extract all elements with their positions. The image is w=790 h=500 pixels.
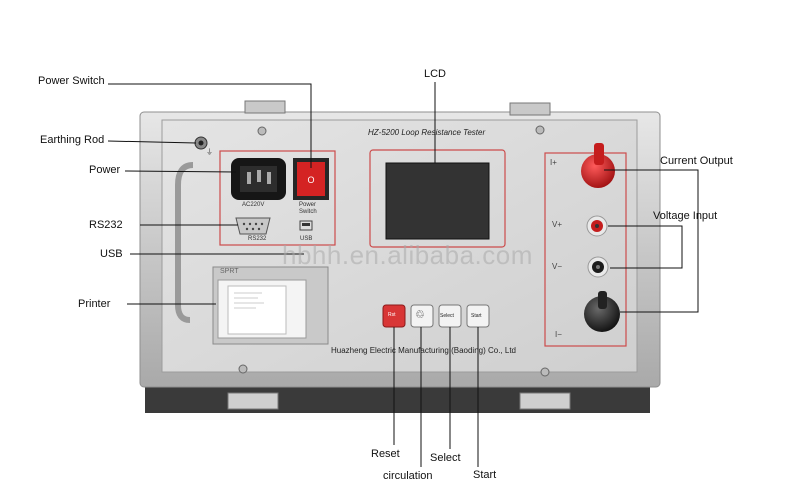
callout-earthing-rod: Earthing Rod bbox=[40, 134, 105, 146]
callout-power-switch: Power Switch bbox=[38, 75, 105, 87]
callout-select: Select bbox=[430, 452, 461, 464]
terminal-label-v-minus: V− bbox=[552, 262, 563, 271]
power-switch-label-2: Switch bbox=[299, 209, 317, 215]
usb-port[interactable] bbox=[299, 220, 313, 231]
svg-text:⏚: ⏚ bbox=[206, 148, 213, 156]
lcd-screen bbox=[385, 162, 490, 240]
start-button-label: Start bbox=[471, 313, 482, 319]
callout-reset: Reset bbox=[371, 448, 400, 460]
circulation-button-label: ♲ bbox=[415, 309, 425, 321]
usb-panel-label: USB bbox=[300, 236, 313, 242]
carry-handle[interactable] bbox=[175, 162, 194, 323]
terminal-label-i-minus: I− bbox=[555, 330, 562, 339]
callout-lcd: LCD bbox=[424, 68, 447, 80]
callout-current-output: Current Output bbox=[660, 155, 733, 167]
terminal-panel-border bbox=[544, 152, 627, 347]
current-output-red-knob[interactable] bbox=[581, 143, 615, 188]
device-title: HZ-5200 Loop Resistance Tester bbox=[368, 128, 486, 137]
reset-button-label: Rst bbox=[388, 312, 396, 318]
watermark: hbhh.en.alibaba.com bbox=[282, 240, 533, 270]
lcd-border bbox=[369, 149, 506, 248]
callout-rs232: RS232 bbox=[89, 219, 123, 231]
callout-lines bbox=[107, 82, 699, 467]
printer bbox=[212, 266, 329, 345]
circulation-button[interactable] bbox=[410, 304, 434, 328]
callout-usb: USB bbox=[100, 248, 123, 260]
voltage-input-red-jack[interactable] bbox=[586, 215, 608, 237]
terminal-label-i-plus: I+ bbox=[550, 158, 557, 167]
earthing-rod: ⏚ bbox=[194, 136, 213, 156]
callout-circulation: circulation bbox=[383, 470, 433, 482]
rs232-panel-label: RS232 bbox=[248, 236, 267, 242]
manufacturer-label: Huazheng Electric Manufacturing (Baoding… bbox=[331, 346, 516, 355]
power-switch[interactable]: O bbox=[293, 158, 329, 200]
voltage-input-black-jack[interactable] bbox=[587, 256, 609, 278]
callout-voltage-input: Voltage Input bbox=[653, 210, 718, 222]
svg-text:O: O bbox=[307, 175, 314, 185]
io-panel-border bbox=[219, 150, 336, 246]
select-button-label: Select bbox=[440, 313, 454, 319]
callout-printer: Printer bbox=[78, 298, 111, 310]
power-socket[interactable] bbox=[231, 158, 286, 200]
terminal-label-v-plus: V+ bbox=[552, 220, 563, 229]
power-switch-label-1: Power bbox=[299, 202, 317, 208]
ac-label: AC220V bbox=[242, 202, 265, 208]
callout-power: Power bbox=[89, 164, 121, 176]
rs232-port[interactable] bbox=[235, 217, 271, 235]
callout-start: Start bbox=[473, 469, 497, 481]
current-output-black-knob[interactable] bbox=[584, 291, 620, 332]
printer-brand-label: SPRT bbox=[220, 268, 239, 275]
